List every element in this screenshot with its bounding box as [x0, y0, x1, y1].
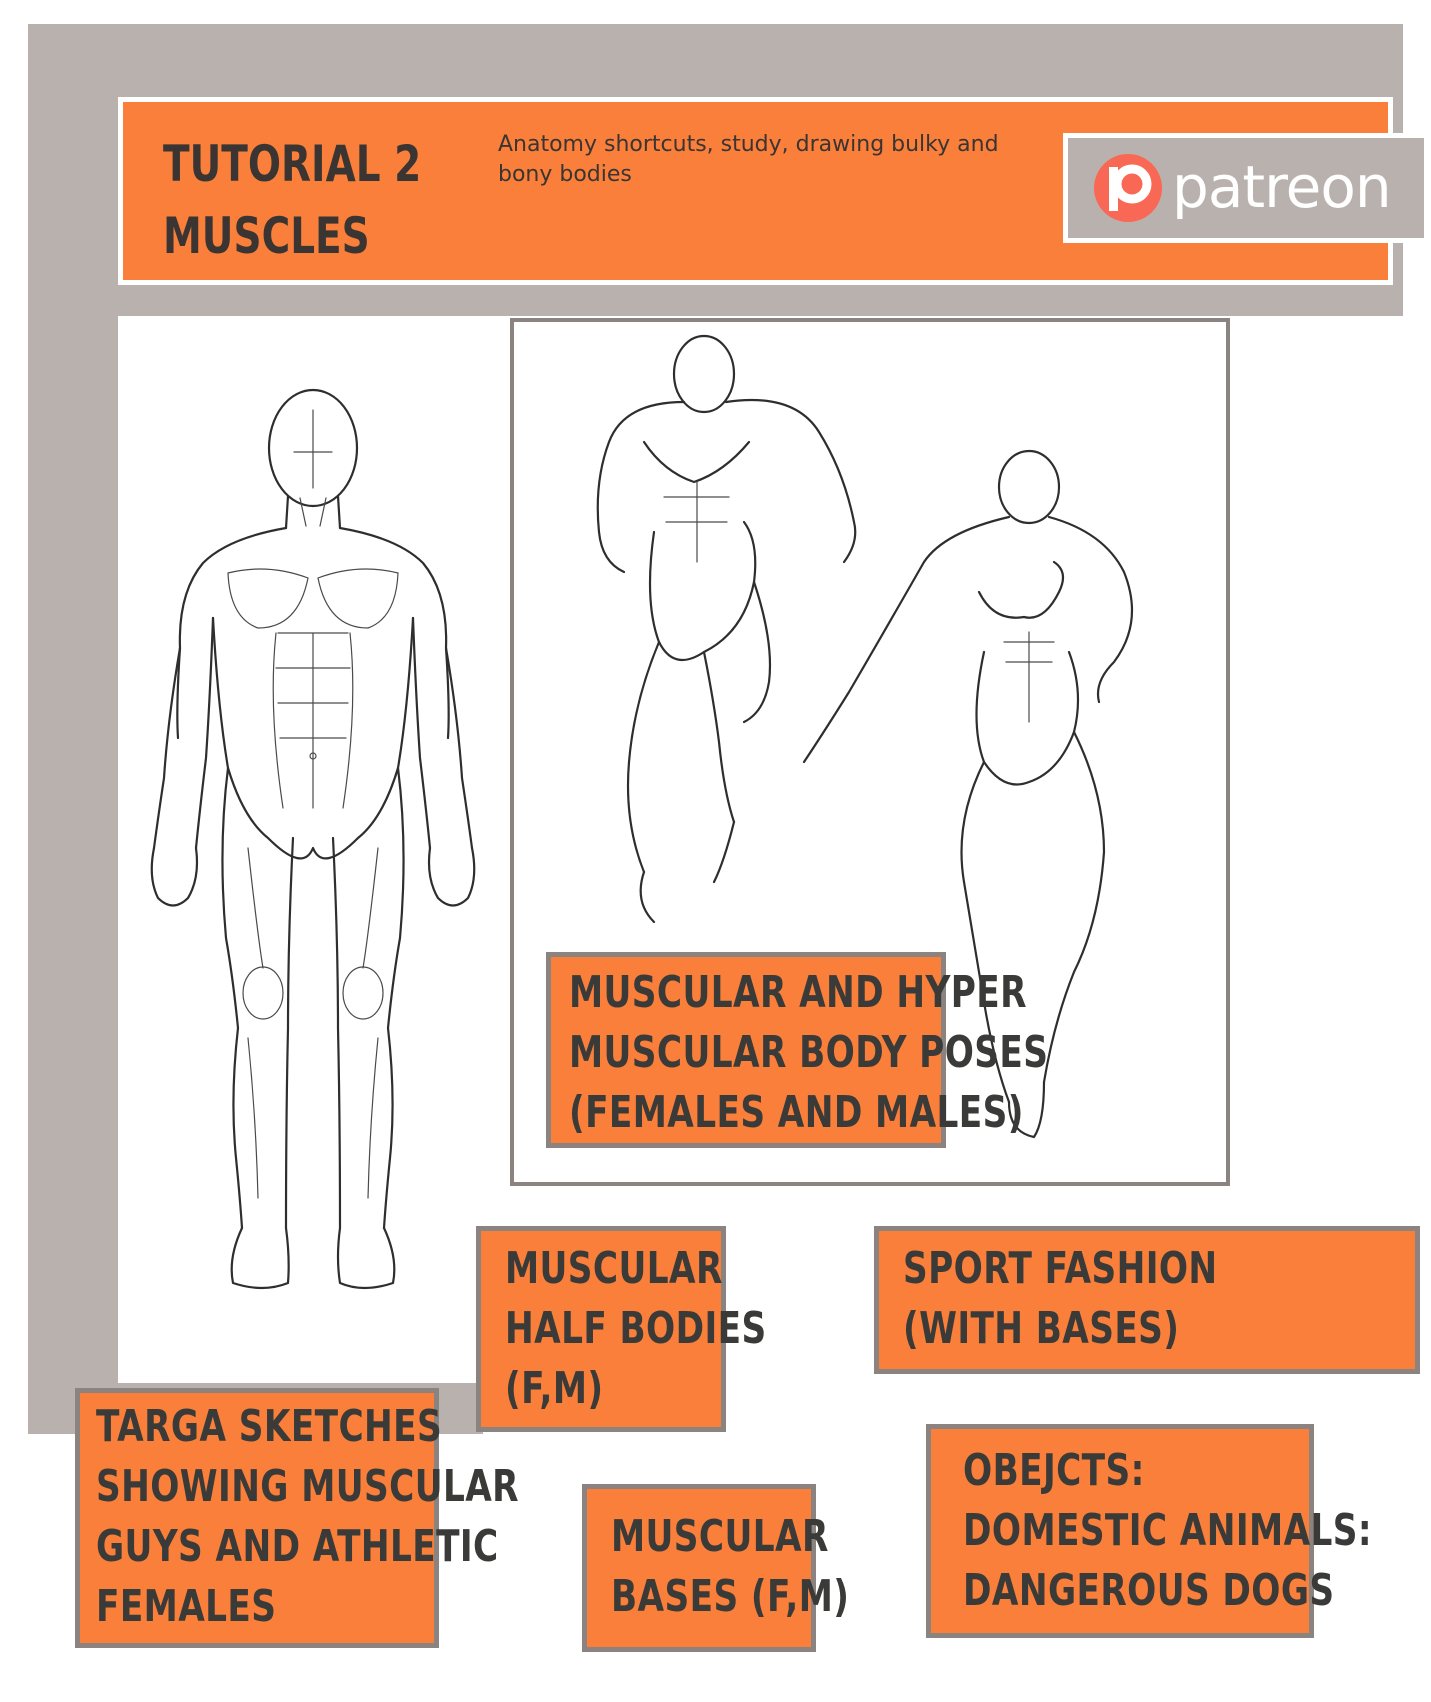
box-body-poses[interactable]: MUSCULAR AND HYPER MUSCULAR BODY POSES (…	[546, 952, 1048, 1148]
patreon-badge[interactable]: patreon	[1063, 133, 1429, 243]
box-objects-line-1: OBEJCTS:	[963, 1445, 1145, 1496]
box-targa-line-4: FEMALES	[96, 1581, 277, 1632]
frame-left	[28, 24, 118, 1434]
box-objects-line-3: DANGEROUS DOGS	[963, 1565, 1335, 1616]
box-targa-line-3: GUYS AND ATHLETIC	[96, 1521, 499, 1572]
box-body-poses-line-1: MUSCULAR AND HYPER	[569, 967, 1027, 1018]
box-targa-line-1: TARGA SKETCHES	[96, 1401, 443, 1452]
anatomy-figure-panel	[118, 378, 518, 1383]
box-bases-line-2: BASES (F,M)	[611, 1571, 850, 1622]
page-subtitle: Anatomy shortcuts, study, drawing bulky …	[498, 132, 999, 187]
box-objects[interactable]: OBEJCTS: DOMESTIC ANIMALS: DANGEROUS DOG…	[926, 1424, 1372, 1638]
box-bases-line-1: MUSCULAR	[611, 1511, 829, 1562]
title-line-1: TUTORIAL 2	[163, 135, 422, 193]
box-targa-line-2: SHOWING MUSCULAR	[96, 1461, 519, 1512]
box-sport-fashion[interactable]: SPORT FASHION (WITH BASES)	[874, 1226, 1420, 1374]
box-objects-line-2: DOMESTIC ANIMALS:	[963, 1505, 1373, 1556]
patreon-logo-icon	[1092, 152, 1164, 224]
patreon-wordmark: patreon	[1172, 153, 1392, 221]
box-body-poses-line-2: MUSCULAR BODY POSES	[569, 1027, 1049, 1078]
box-half-bodies-line-2: HALF BODIES	[505, 1303, 767, 1354]
muscle-figure-drawing	[150, 388, 476, 1290]
box-half-bodies-line-1: MUSCULAR	[505, 1243, 723, 1294]
box-targa-sketches[interactable]: TARGA SKETCHES SHOWING MUSCULAR GUYS AND…	[75, 1388, 519, 1648]
box-body-poses-line-3: (FEMALES AND MALES)	[569, 1087, 1024, 1138]
box-sport-fashion-line-2: (WITH BASES)	[903, 1303, 1180, 1354]
box-sport-fashion-line-1: SPORT FASHION	[903, 1243, 1218, 1294]
title-line-2: MUSCLES	[163, 207, 370, 265]
box-half-bodies[interactable]: MUSCULAR HALF BODIES (F,M)	[476, 1226, 766, 1432]
poses-drawing	[596, 334, 1134, 1139]
box-half-bodies-line-3: (F,M)	[505, 1363, 604, 1414]
page-title: TUTORIAL 2 MUSCLES	[163, 128, 421, 272]
box-muscular-bases[interactable]: MUSCULAR BASES (F,M)	[582, 1484, 849, 1652]
